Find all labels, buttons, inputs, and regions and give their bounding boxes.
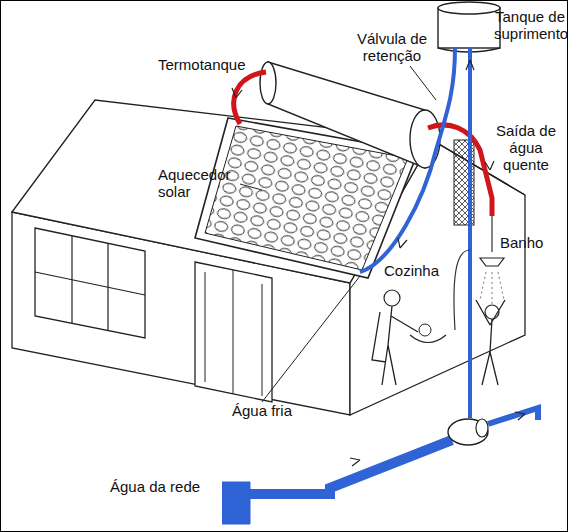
shower-line — [491, 216, 492, 252]
flow-arrow — [232, 88, 242, 98]
callout-label: Aquecedor solar — [158, 166, 240, 200]
door-frame — [205, 270, 262, 396]
cold-water-pipe — [468, 48, 472, 418]
mains-pipe-end — [222, 482, 250, 524]
kitchen-person — [372, 290, 446, 385]
kitchen-sink — [410, 335, 446, 343]
shower-water — [480, 272, 504, 305]
pump-end — [476, 419, 488, 437]
door — [195, 262, 272, 402]
callout-label: Válvula de retenção — [346, 30, 438, 64]
person-head — [384, 290, 400, 306]
callout-label: Saída de água quente — [488, 122, 564, 173]
leader-line — [240, 184, 262, 190]
tank-end — [260, 62, 276, 104]
flow-arrow — [515, 412, 525, 420]
mains-pipe — [250, 440, 452, 494]
pump — [448, 419, 488, 445]
leader-line — [262, 276, 360, 402]
flow-arrow — [485, 161, 494, 170]
hot-water-line — [454, 250, 470, 330]
callout-label: Banho — [500, 234, 560, 251]
cold-water-pipe — [360, 48, 455, 272]
flow-arrow — [398, 238, 407, 248]
callout-label: Água da rede — [110, 478, 220, 495]
flow-arrow — [466, 60, 474, 70]
person-body — [372, 306, 418, 385]
callout-label: Tanque de suprimento — [494, 8, 566, 42]
person-body — [476, 300, 505, 385]
supply-tank-top — [438, 2, 500, 14]
hot-water-pipe — [234, 72, 266, 124]
callout-label: Água fria — [232, 402, 312, 419]
callout-label: Cozinha — [384, 262, 454, 279]
dish — [419, 324, 431, 336]
leader-line — [410, 66, 436, 100]
person-head — [485, 305, 499, 319]
callout-label: Termotanque — [158, 56, 268, 73]
window — [35, 228, 145, 338]
hot-water-tank — [268, 62, 425, 168]
shower-head — [480, 258, 504, 266]
window-frame — [35, 236, 145, 330]
mains-pipe — [488, 408, 538, 424]
bathing-person — [476, 300, 505, 385]
flow-arrow — [350, 458, 360, 466]
